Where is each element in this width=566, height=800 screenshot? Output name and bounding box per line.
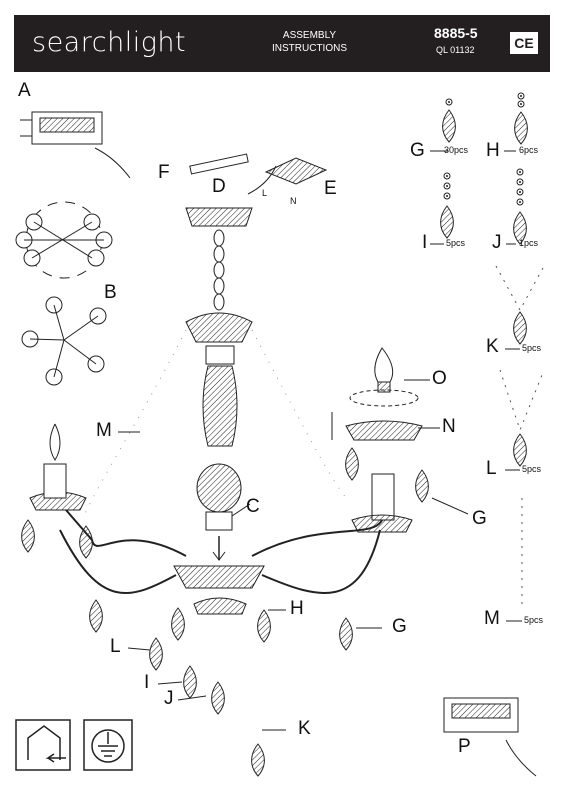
qty-h: 6pcs — [519, 145, 539, 155]
ql-code: QL 01132 — [436, 45, 475, 55]
label-m-part: M — [484, 608, 500, 629]
earth-ground-icon — [83, 719, 133, 771]
label-o: O — [432, 368, 447, 389]
bulb-o — [349, 347, 419, 407]
ceiling-canopy — [185, 153, 328, 227]
leader-lines — [118, 150, 522, 731]
label-n: N — [442, 416, 456, 437]
label-g: G — [392, 616, 407, 637]
qty-g: 30pcs — [444, 145, 469, 155]
candle-cup-n — [331, 412, 423, 441]
candle-holders — [29, 423, 413, 533]
suspension-chain — [213, 229, 225, 311]
label-g-arm: G — [472, 508, 487, 529]
label-f: F — [158, 162, 170, 183]
wire-l: L — [262, 188, 268, 198]
label-g-part: G — [410, 140, 425, 161]
qty-l: 5pcs — [522, 464, 542, 474]
ce-mark: CE — [510, 32, 538, 54]
qty-k: 5pcs — [522, 343, 542, 353]
label-j-part: J — [492, 232, 502, 253]
model-number: 8885-5 — [434, 25, 478, 41]
label-i: I — [144, 672, 150, 693]
label-m: M — [96, 420, 112, 441]
wire-n: N — [290, 196, 297, 206]
header-bar: searchlight ASSEMBLY INSTRUCTIONS 8885-5… — [14, 15, 550, 72]
brand-logo: searchlight — [32, 27, 187, 58]
label-k-part: K — [486, 336, 499, 357]
central-stem-c — [173, 312, 265, 615]
label-b: B — [104, 282, 117, 303]
terminal-block-p — [443, 697, 537, 777]
terminal-block-a — [20, 111, 131, 179]
label-l: L — [110, 636, 121, 657]
label-h: H — [290, 598, 304, 619]
label-p: P — [458, 736, 471, 757]
label-k: K — [298, 718, 311, 739]
label-j: J — [164, 688, 174, 709]
label-e: E — [324, 178, 337, 199]
indoor-use-icon — [15, 719, 71, 771]
label-i-part: I — [422, 232, 428, 253]
qty-j: 1pcs — [519, 238, 539, 248]
qty-m: 5pcs — [524, 615, 544, 625]
label-c: C — [246, 496, 260, 517]
label-a: A — [18, 80, 31, 101]
label-h-part: H — [486, 140, 500, 161]
parts-list-crystals — [440, 92, 545, 610]
arm-hub-diagram-b — [15, 201, 113, 386]
bead-strings — [83, 329, 349, 517]
label-d: D — [212, 176, 226, 197]
label-l-part: L — [486, 458, 497, 479]
qty-i: 5pcs — [446, 238, 466, 248]
document-title: ASSEMBLY INSTRUCTIONS — [272, 30, 347, 54]
